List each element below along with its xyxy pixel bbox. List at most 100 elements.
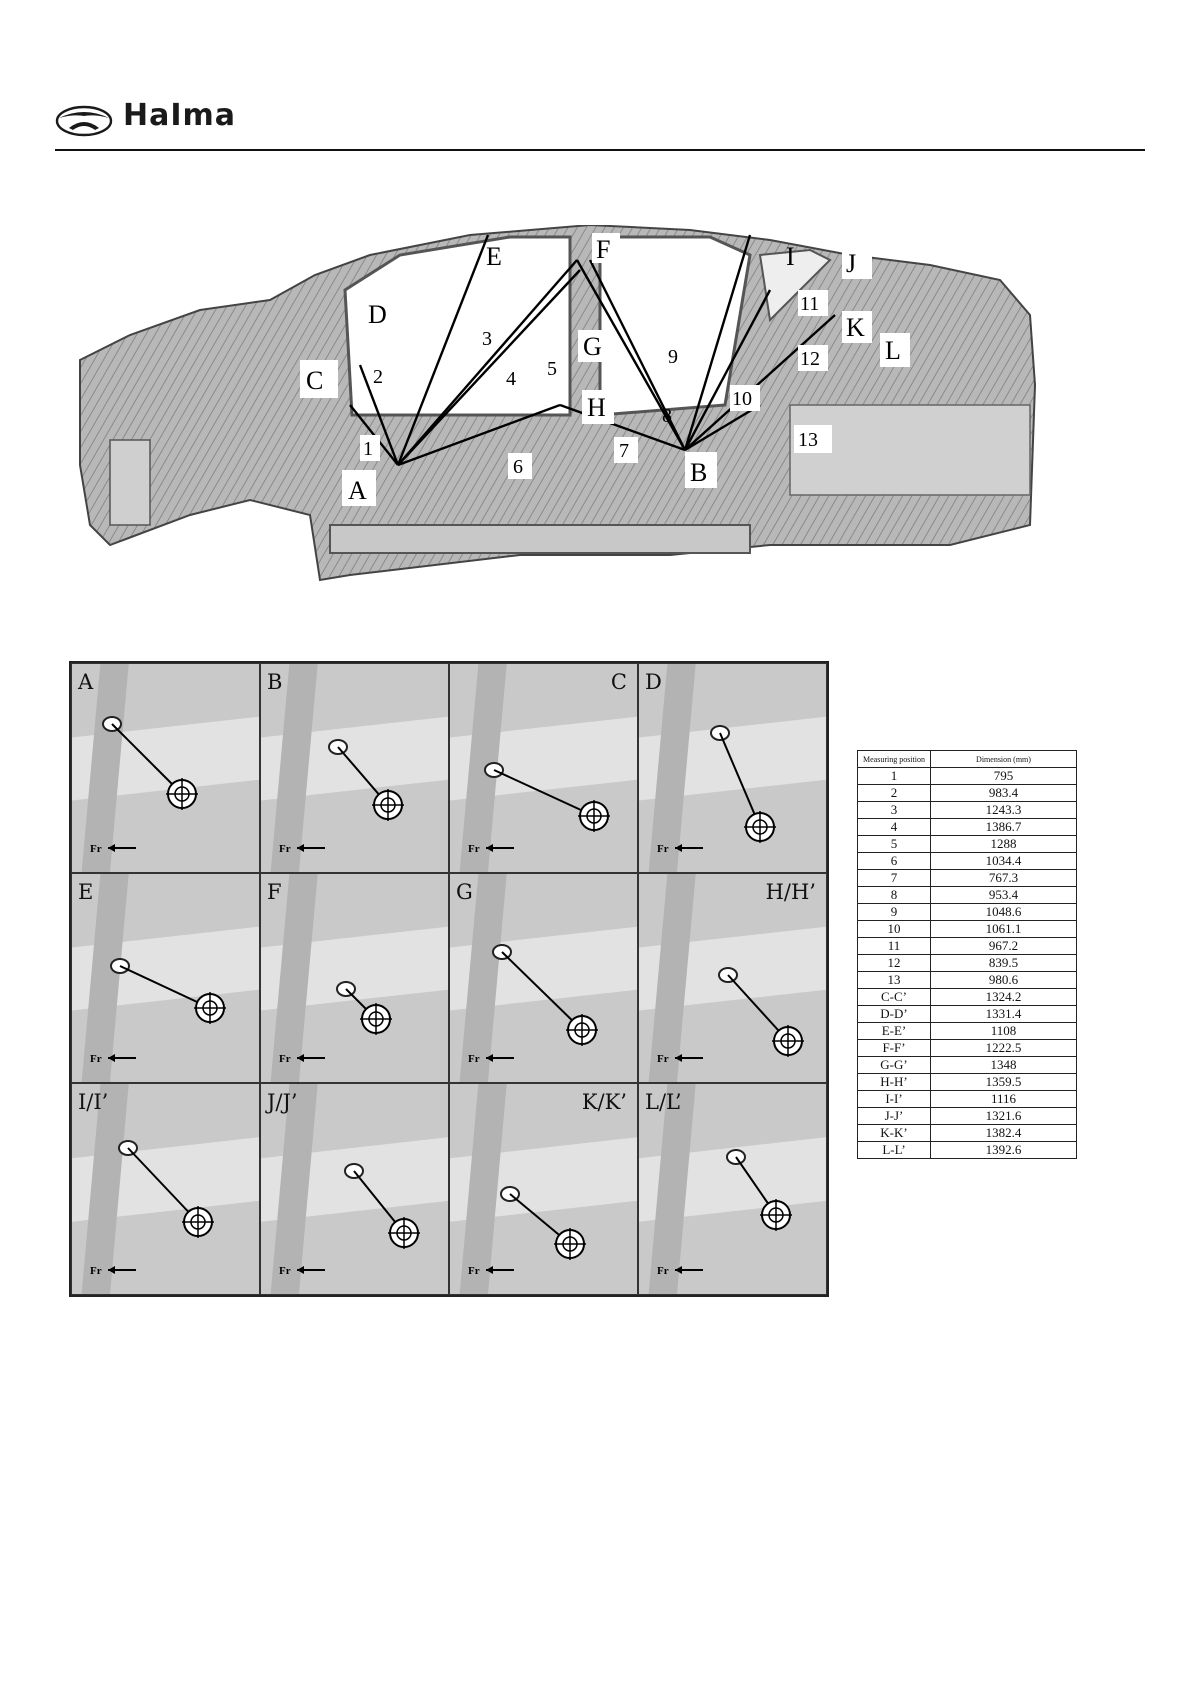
dimension-cell: 767.3 bbox=[930, 869, 1077, 887]
rocker-sill bbox=[329, 524, 751, 554]
detail-panel: Fr I/I’ bbox=[71, 1083, 260, 1295]
measuring-position-cell: D-D’ bbox=[857, 1005, 931, 1023]
measuring-position-cell: I-I’ bbox=[857, 1090, 931, 1108]
table-row: C-C’1324.2 bbox=[857, 988, 1077, 1006]
callout-I: I bbox=[786, 242, 795, 271]
panel-label: K/K’ bbox=[581, 1090, 627, 1114]
callout-G: G bbox=[583, 332, 602, 361]
callout-6: 6 bbox=[513, 456, 523, 478]
panel-photo: Fr bbox=[450, 1084, 637, 1294]
dimension-cell: 795 bbox=[930, 767, 1077, 785]
table-header-row: Measuring position Dimension (mm) bbox=[857, 750, 1077, 768]
panel-photo: Fr bbox=[72, 874, 259, 1082]
direction-label: Fr bbox=[657, 1265, 669, 1277]
measuring-position-cell: G-G’ bbox=[857, 1056, 931, 1074]
dimension-cell: 980.6 bbox=[930, 971, 1077, 989]
direction-label: Fr bbox=[90, 1265, 102, 1277]
measuring-position-cell: 13 bbox=[857, 971, 931, 989]
direction-label: Fr bbox=[657, 843, 669, 855]
dimension-cell: 967.2 bbox=[930, 937, 1077, 955]
dimension-cell: 1288 bbox=[930, 835, 1077, 853]
brand-name: HaIma bbox=[123, 98, 237, 133]
panel-photo: Fr bbox=[261, 664, 448, 872]
panel-photo: Fr bbox=[261, 1084, 448, 1294]
direction-label: Fr bbox=[468, 1265, 480, 1277]
callout-E: E bbox=[486, 242, 502, 271]
panel-photo: Fr bbox=[450, 664, 637, 872]
measuring-position-cell: 4 bbox=[857, 818, 931, 836]
table-row: I-I’1116 bbox=[857, 1090, 1077, 1108]
callout-10: 10 bbox=[732, 388, 752, 410]
measuring-position-cell: 7 bbox=[857, 869, 931, 887]
panel-photo: Fr bbox=[639, 1084, 826, 1294]
haima-logo-icon bbox=[55, 105, 113, 137]
direction-label: Fr bbox=[279, 843, 291, 855]
table-row: L-L’1392.6 bbox=[857, 1141, 1077, 1159]
panel-label: L/L’ bbox=[645, 1090, 682, 1114]
panel-label: E bbox=[78, 880, 94, 904]
panel-label: J/J’ bbox=[267, 1090, 298, 1114]
measuring-position-cell: K-K’ bbox=[857, 1124, 931, 1142]
dimension-cell: 983.4 bbox=[930, 784, 1077, 802]
table-row: K-K’1382.4 bbox=[857, 1124, 1077, 1142]
measuring-position-cell: 12 bbox=[857, 954, 931, 972]
dimension-cell: 1348 bbox=[930, 1056, 1077, 1074]
detail-panel: Fr J/J’ bbox=[260, 1083, 449, 1295]
detail-panel: Fr A bbox=[71, 663, 260, 873]
panel-label: A bbox=[78, 670, 94, 694]
rear-floor bbox=[789, 404, 1031, 496]
page-header: HaIma bbox=[55, 98, 1145, 148]
callout-11: 11 bbox=[800, 293, 819, 315]
direction-label: Fr bbox=[657, 1053, 669, 1065]
direction-label: Fr bbox=[279, 1265, 291, 1277]
measuring-position-cell: 1 bbox=[857, 767, 931, 785]
callout-5: 5 bbox=[547, 358, 557, 380]
table-row: J-J’1321.6 bbox=[857, 1107, 1077, 1125]
measuring-position-cell: H-H’ bbox=[857, 1073, 931, 1091]
detail-panel: Fr L/L’ bbox=[638, 1083, 827, 1295]
callout-9: 9 bbox=[668, 346, 678, 368]
measuring-position-cell: F-F’ bbox=[857, 1039, 931, 1057]
detail-panel: Fr K/K’ bbox=[449, 1083, 638, 1295]
dimension-cell: 1034.4 bbox=[930, 852, 1077, 870]
dimension-cell: 839.5 bbox=[930, 954, 1077, 972]
dimension-cell: 1321.6 bbox=[930, 1107, 1077, 1125]
measuring-position-cell: 3 bbox=[857, 801, 931, 819]
callout-8: 8 bbox=[662, 405, 672, 427]
measuring-position-cell: E-E’ bbox=[857, 1022, 931, 1040]
direction-label: Fr bbox=[279, 1053, 291, 1065]
callout-H: H bbox=[587, 393, 606, 422]
direction-label: Fr bbox=[90, 843, 102, 855]
callout-numbers: 1 2 3 4 5 6 7 8 9 10 11 12 13 bbox=[360, 290, 832, 479]
table-row: H-H’1359.5 bbox=[857, 1073, 1077, 1091]
callout-12: 12 bbox=[800, 348, 820, 370]
callout-3: 3 bbox=[482, 328, 492, 350]
measuring-position-cell: J-J’ bbox=[857, 1107, 931, 1125]
measuring-position-cell: 6 bbox=[857, 852, 931, 870]
header-rule bbox=[55, 149, 1145, 151]
panel-label: I/I’ bbox=[78, 1090, 109, 1114]
panel-label: G bbox=[456, 880, 473, 904]
measuring-position-cell: 11 bbox=[857, 937, 931, 955]
panel-label: F bbox=[267, 880, 282, 904]
callout-F: F bbox=[596, 235, 610, 264]
table-row: D-D’1331.4 bbox=[857, 1005, 1077, 1023]
measuring-position-cell: L-L’ bbox=[857, 1141, 931, 1159]
callout-7: 7 bbox=[619, 440, 629, 462]
column-header-position: Measuring position bbox=[857, 750, 931, 768]
table-row: F-F’1222.5 bbox=[857, 1039, 1077, 1057]
callout-13: 13 bbox=[798, 429, 818, 451]
